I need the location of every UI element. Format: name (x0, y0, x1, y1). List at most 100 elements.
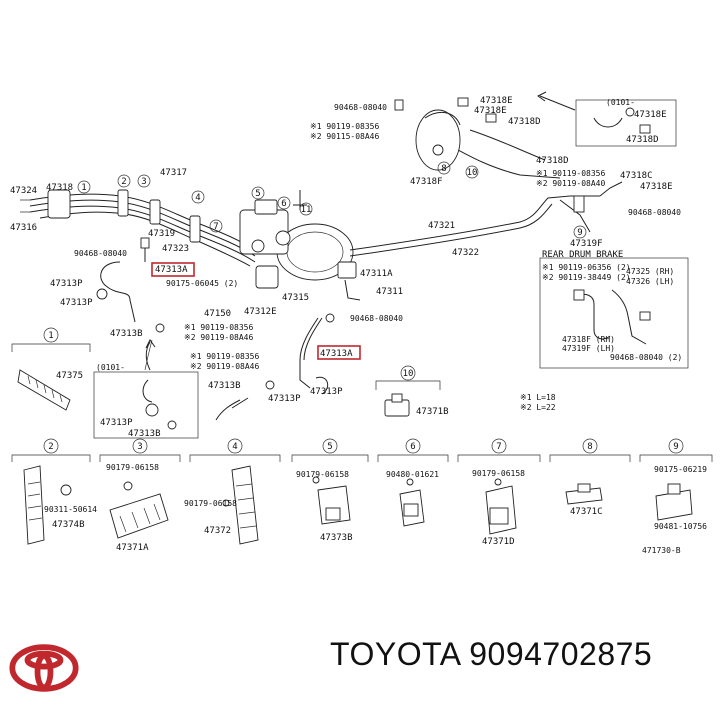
section-10-number: 10 (403, 369, 414, 379)
label-90119-08a40: ※2 90119-08A40 (536, 179, 606, 188)
master-cylinder (239, 190, 361, 301)
label-47318e-a: 47318E (480, 96, 513, 106)
label-47312e: 47312E (244, 307, 277, 317)
label-90119-08a46-b: ※2 90119-08A46 (190, 362, 260, 371)
label-47318e-b: 47318E (474, 106, 507, 116)
label-47371c: 47371C (570, 507, 603, 517)
section-brackets (11, 343, 713, 462)
label-90179-06158-b: 90179-06158 (184, 499, 237, 508)
part-number: 9094702875 (469, 636, 653, 672)
label-47318e-c: 47318E (634, 110, 667, 120)
label-90119-08356-c: ※1 90119-08356 (310, 122, 380, 131)
label-47318f: 47318F (410, 177, 443, 187)
rear-drum-brake-title: REAR DRUM BRAKE (542, 250, 623, 260)
marker-8: 8 (441, 164, 446, 174)
marker-3: 3 (141, 177, 146, 187)
label-90119-08356-d: ※1 90119-08356 (536, 169, 606, 178)
label-47316: 47316 (10, 223, 37, 233)
marker-2: 2 (121, 177, 126, 187)
diagram-reference: 471730-B (642, 546, 681, 555)
label-47318c: 47318C (620, 171, 653, 181)
clip-47371f (655, 483, 693, 521)
marker-10: 10 (467, 168, 478, 178)
section-3-number: 3 (137, 442, 142, 452)
label-90481-10756: 90481-10756 (654, 522, 707, 531)
note-length-1: ※1 L=18 (520, 393, 556, 402)
label-47313a-right: 47313A (320, 349, 353, 359)
label-47318d-c: 47318D (536, 156, 569, 166)
note-length-2: ※2 L=22 (520, 403, 556, 412)
label-90468-08040-b: 90468-08040 (350, 314, 403, 323)
label-47372: 47372 (204, 526, 231, 536)
label-47319f: 47319F (570, 239, 603, 249)
label-47371a: 47371A (116, 543, 149, 553)
callout-arrows (145, 91, 576, 409)
label-47371d: 47371D (482, 537, 515, 547)
brand-name: TOYOTA (330, 636, 460, 672)
label-47313b-c: 47313B (128, 429, 161, 439)
clip-47371a (109, 481, 169, 539)
label-47313a-left: 47313A (155, 265, 188, 275)
brake-tube-bundle (20, 189, 256, 267)
label-47311: 47311 (376, 287, 403, 297)
section-10-part (375, 380, 441, 417)
clip-47371d (485, 478, 517, 535)
label-47323: 47323 (162, 244, 189, 254)
detail-box-top-right (575, 99, 677, 147)
label-47374b: 47374B (52, 520, 85, 530)
label-47315: 47315 (282, 293, 309, 303)
section-9-number: 9 (673, 442, 678, 452)
clip-47371c (565, 483, 603, 505)
clip-47375 (17, 369, 71, 411)
label-90175-06219: 90175-06219 (654, 465, 707, 474)
label-47313p-e: 47313P (100, 418, 133, 428)
label-47321: 47321 (428, 221, 455, 231)
section-1-number: 1 (48, 331, 53, 341)
highlight-box-47313a-right (317, 345, 361, 360)
label-90115-08a46: ※2 90115-08A46 (310, 132, 380, 141)
label-47371b: 47371B (416, 407, 449, 417)
section-5-number: 5 (327, 442, 332, 452)
label-47326: 47326 (LH) (626, 277, 674, 286)
marker-9: 9 (577, 228, 582, 238)
label-90311-50614: 90311-50614 (44, 505, 97, 514)
label-90480-01621: 90480-01621 (386, 470, 439, 479)
label-47322: 47322 (452, 248, 479, 258)
clip-47371e (399, 478, 425, 527)
section-8-number: 8 (587, 442, 592, 452)
label-47313p-c: 47313P (268, 394, 301, 404)
label-47313b-a: 47313B (110, 329, 143, 339)
front-hose-right (215, 313, 335, 421)
label-47311a: 47311A (360, 269, 393, 279)
label-47150: 47150 (204, 309, 231, 319)
label-90119-06356: ※1 90119-06356 (2) (542, 263, 631, 272)
label-90468-08040-e: 90468-08040 (2) (610, 353, 682, 362)
label-47317: 47317 (160, 168, 187, 178)
rear-drum-brake-box (539, 257, 689, 369)
section-4-number: 4 (232, 442, 237, 452)
label-47313b-b: 47313B (208, 381, 241, 391)
toyota-logo-icon (9, 644, 79, 692)
clip-47372 (222, 465, 259, 545)
label-47375: 47375 (56, 371, 83, 381)
label-47373b: 47373B (320, 533, 353, 543)
label-90179-06158-d: 90179-06158 (472, 469, 525, 478)
label-47313p-b: 47313P (60, 298, 93, 308)
label-90179-06158-a: 90179-06158 (106, 463, 159, 472)
marker-7: 7 (213, 222, 218, 232)
rear-junction (394, 97, 585, 213)
label-47318f-rh: 47318F (RH) (562, 335, 615, 344)
section-2-number: 2 (48, 442, 53, 452)
label-90119-38449: ※2 90119-38449 (2) (542, 273, 631, 282)
marker-11: 11 (301, 205, 312, 215)
label-0101-top: (0101- (606, 98, 635, 107)
label-90119-08356-a: ※1 90119-08356 (184, 323, 254, 332)
label-0101-left: (0101- (96, 363, 125, 372)
label-90468-08040-c: 90468-08040 (334, 103, 387, 112)
marker-5: 5 (255, 189, 260, 199)
label-90179-06158-c: 90179-06158 (296, 470, 349, 479)
clip-47374b (23, 465, 72, 545)
label-47319f-lh: 47319F (LH) (562, 344, 615, 353)
label-47318d-b: 47318D (626, 135, 659, 145)
